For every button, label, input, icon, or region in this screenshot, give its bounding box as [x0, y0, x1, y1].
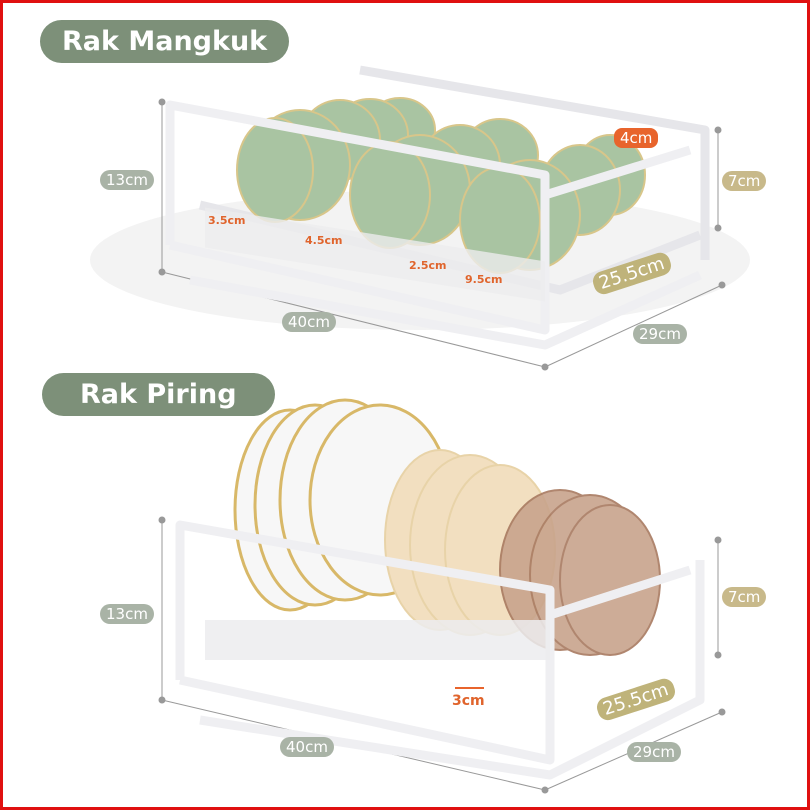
- gap-label: 9.5cm: [465, 273, 503, 286]
- gap-label: 2.5cm: [409, 259, 447, 272]
- gap-label: 4.5cm: [305, 234, 343, 247]
- section-title-bowl-rack: Rak Mangkuk: [40, 20, 290, 63]
- gap-label: 3.5cm: [208, 214, 246, 227]
- plates: [233, 398, 661, 656]
- bowl-width-label: 40cm: [282, 312, 336, 332]
- plate-height-label: 13cm: [100, 604, 154, 624]
- bowl-inner-height-label: 7cm: [722, 171, 767, 191]
- bowls: [236, 97, 646, 274]
- bowl-depth-label: 29cm: [633, 324, 687, 344]
- plate-rack: [175, 520, 705, 780]
- section-title-plate-rack: Rak Piring: [42, 373, 275, 416]
- plate-depth-label: 29cm: [627, 742, 681, 762]
- bowl-height-label: 13cm: [100, 170, 154, 190]
- plate-width-label: 40cm: [280, 737, 334, 757]
- plate-gap-label: 3cm: [452, 693, 485, 709]
- gap-label-4cm: 4cm: [614, 128, 659, 148]
- plate-inner-height-label: 7cm: [722, 587, 767, 607]
